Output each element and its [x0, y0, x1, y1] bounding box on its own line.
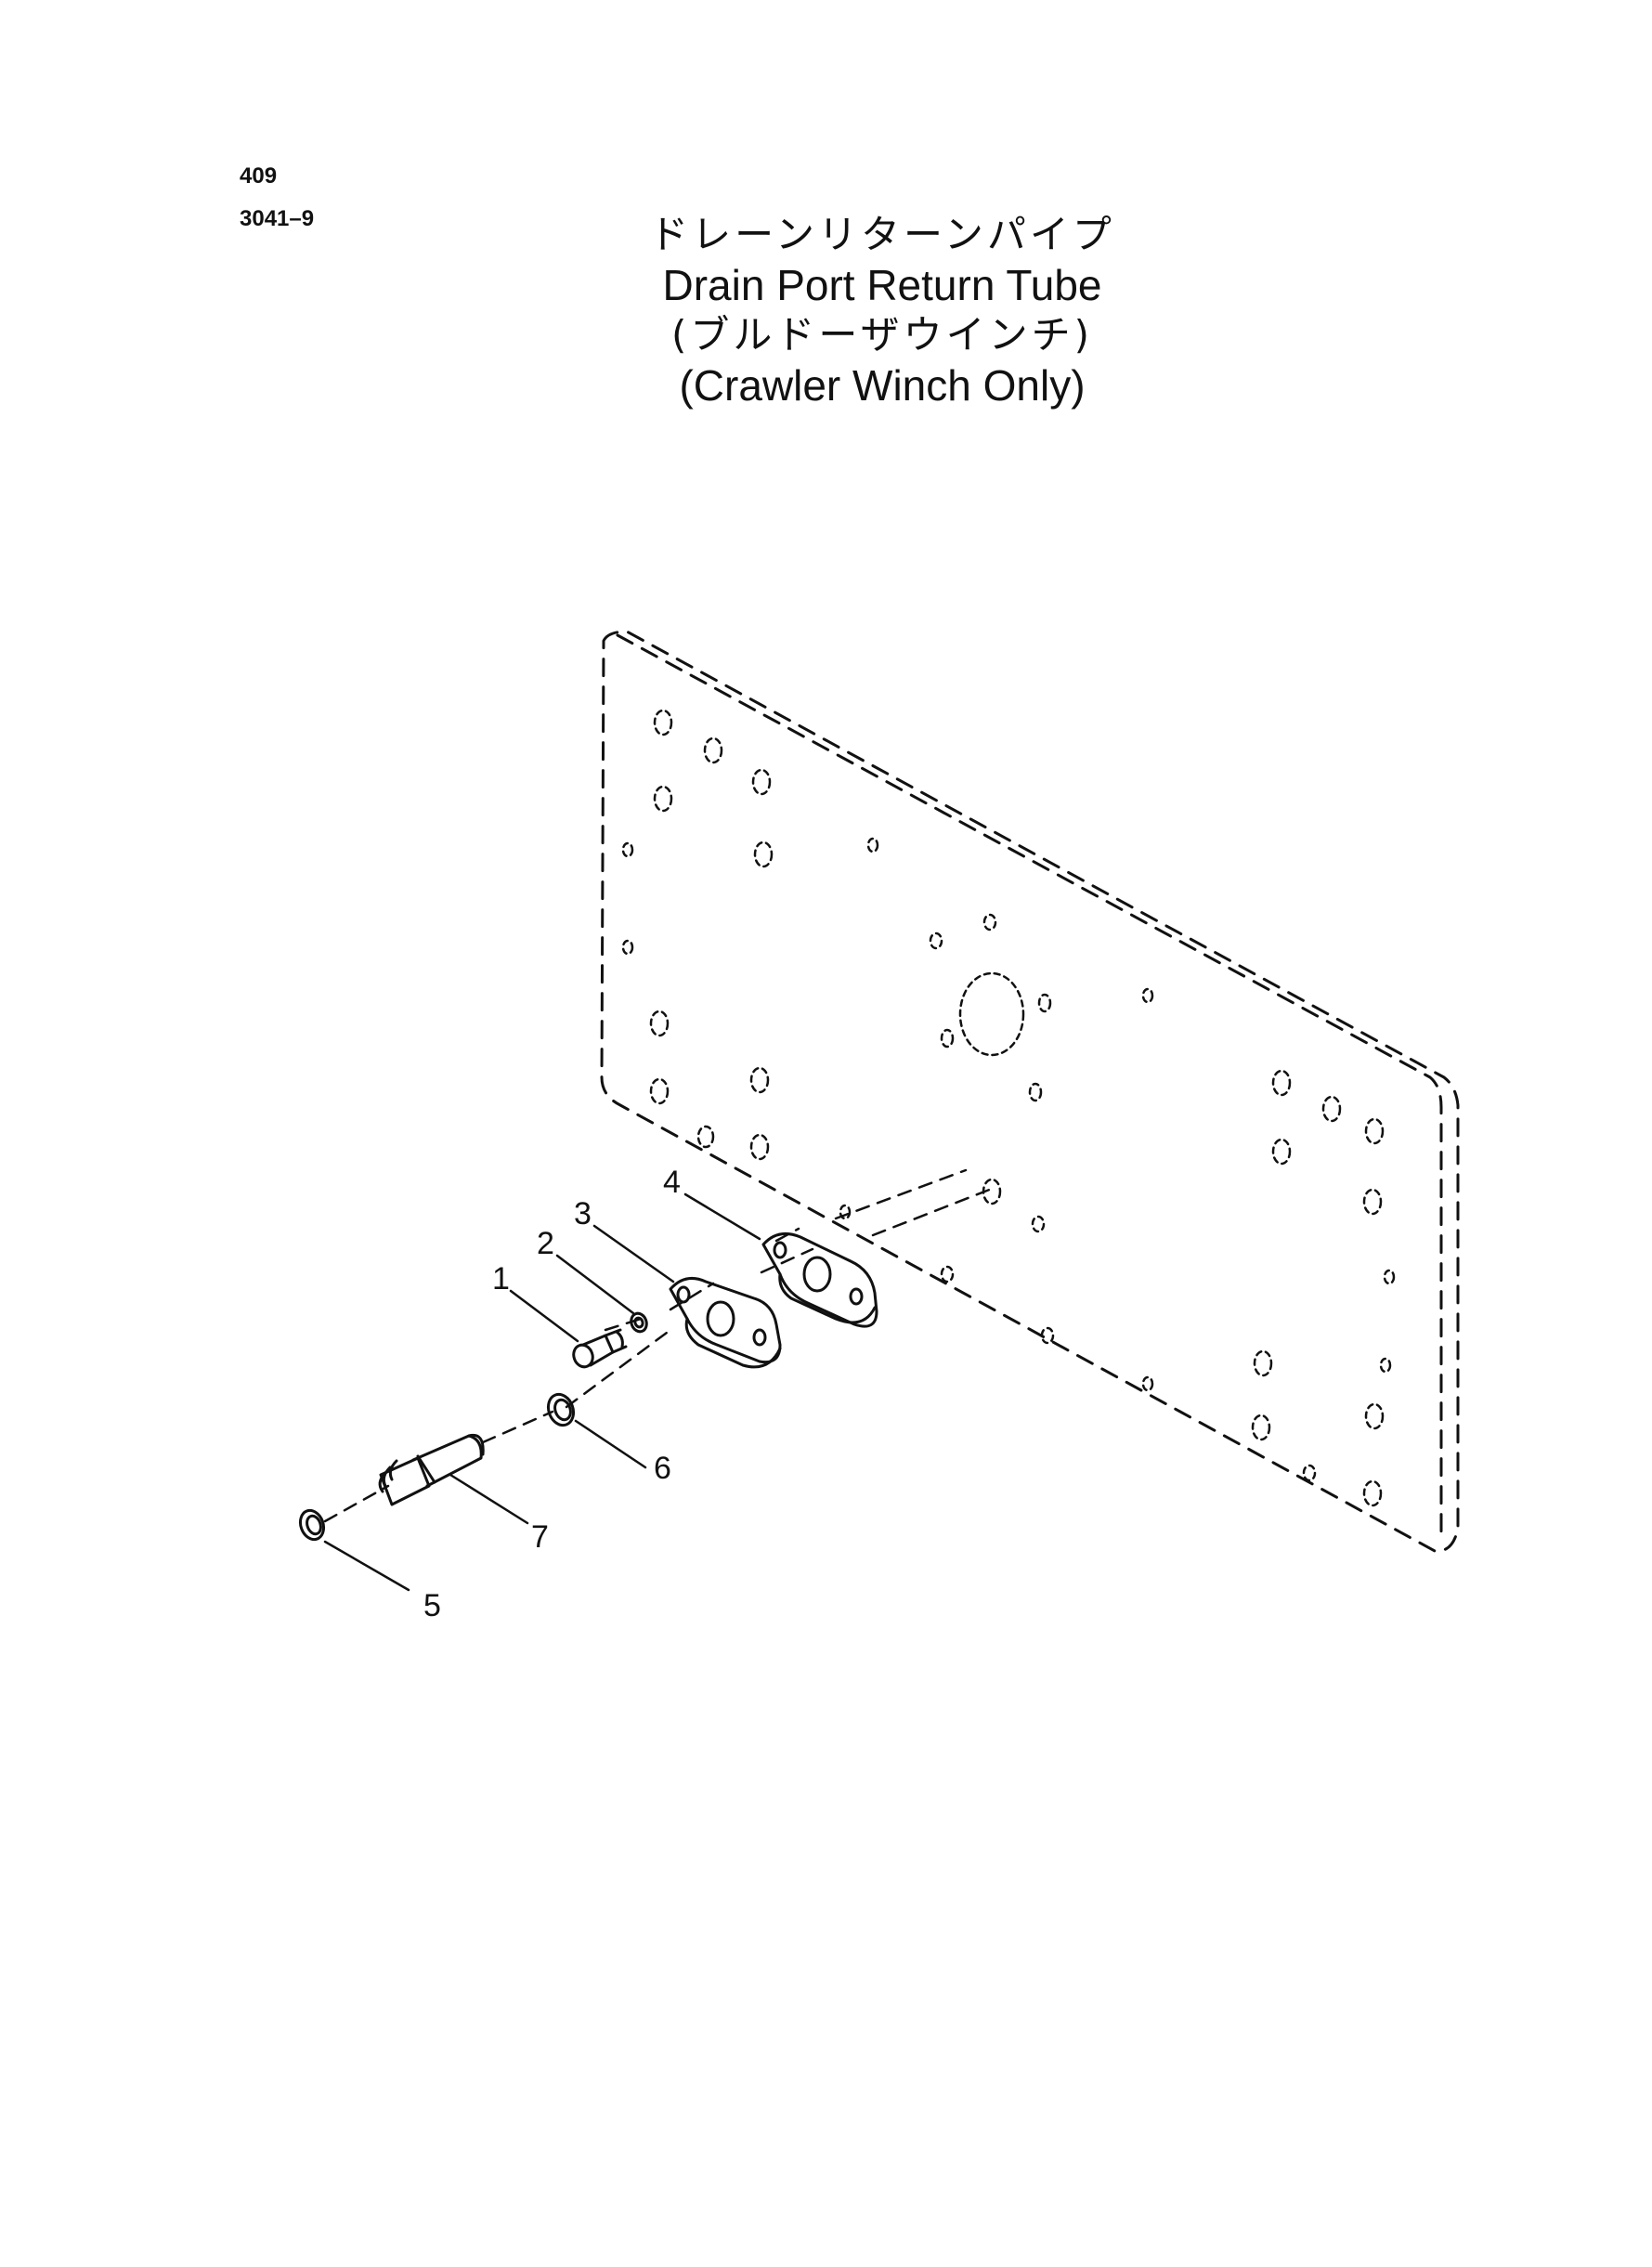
title-english: Drain Port Return Tube — [662, 261, 1102, 309]
leader-lines — [323, 1192, 761, 1592]
diagram-title: ドレーンリターンパイプ Drain Port Return Tube (ブルドー… — [557, 210, 1207, 410]
callout-5: 5 — [423, 1588, 441, 1623]
flange-3 — [669, 1276, 782, 1369]
callout-4: 4 — [663, 1165, 681, 1200]
washer-2 — [630, 1311, 648, 1334]
callout-1: 1 — [492, 1261, 510, 1296]
callout-2: 2 — [537, 1226, 554, 1261]
title-japanese: ドレーンリターンパイプ — [649, 212, 1115, 257]
gasket-4 — [761, 1231, 878, 1328]
callout-6: 6 — [654, 1451, 671, 1486]
callout-3: 3 — [574, 1196, 592, 1231]
subtitle-japanese: (ブルドーザウインチ) — [671, 312, 1093, 358]
o-ring-6 — [546, 1392, 576, 1427]
section-code: 3041–9 — [240, 206, 315, 231]
callout-7: 7 — [531, 1519, 549, 1555]
plate-holes — [621, 709, 1396, 1507]
adapter-fitting-7 — [378, 1433, 485, 1506]
page-number: 409 — [240, 163, 278, 189]
callout-labels: 1 2 3 4 5 6 7 — [423, 1165, 681, 1623]
o-ring-5 — [298, 1508, 326, 1542]
subtitle-english: (Crawler Winch Only) — [679, 361, 1086, 410]
mounting-plate-outline — [600, 630, 1460, 1553]
bolt-1 — [572, 1328, 628, 1369]
